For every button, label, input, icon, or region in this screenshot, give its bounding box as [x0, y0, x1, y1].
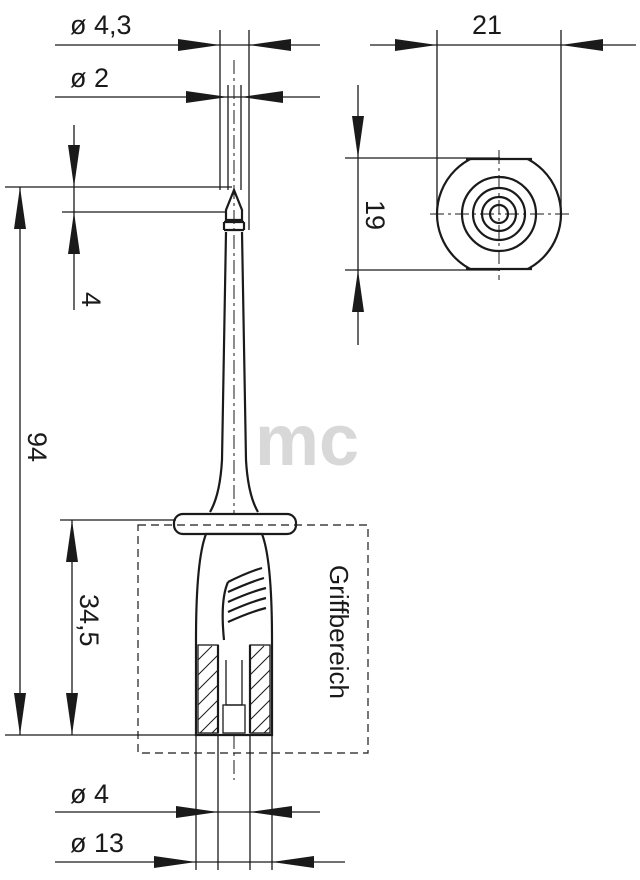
needle-tip — [224, 187, 244, 222]
dim-tip-inner: ø 2 — [55, 63, 320, 103]
grip-ribs — [221, 566, 267, 641]
dim-top-height-label: 19 — [360, 200, 390, 230]
dim-grip-diameter-label: ø 13 — [70, 828, 124, 858]
dim-top-width: 21 — [370, 10, 636, 212]
dim-tip-length-label: 4 — [76, 292, 106, 307]
dim-top-width-label: 21 — [472, 10, 502, 40]
dim-tip-outer: ø 4,3 — [55, 10, 320, 51]
dim-total-length: 94 — [5, 186, 232, 736]
dim-socket-label: ø 4 — [70, 779, 109, 809]
dim-total-length-label: 94 — [22, 432, 52, 462]
watermark: mc — [255, 401, 359, 481]
grip-area-label: Griffbereich — [324, 565, 354, 699]
shaft-right-edge — [240, 231, 259, 513]
dim-tip-length: 4 — [62, 125, 226, 310]
dim-socket: ø 4 — [55, 735, 320, 870]
dim-grip-length: 34,5 — [60, 519, 176, 735]
dim-grip-diameter: ø 13 — [55, 735, 345, 870]
socket-section — [197, 644, 271, 734]
probe-top-view — [430, 150, 570, 280]
dim-top-height: 19 — [345, 85, 500, 345]
probe-side-view — [137, 30, 369, 780]
dim-tip-inner-label: ø 2 — [70, 63, 109, 93]
dim-tip-outer-label: ø 4,3 — [70, 10, 132, 40]
dim-grip-length-label: 34,5 — [74, 594, 104, 647]
grip-area-box — [137, 524, 369, 754]
finger-guard — [172, 512, 298, 536]
shaft-left-edge — [209, 231, 228, 513]
